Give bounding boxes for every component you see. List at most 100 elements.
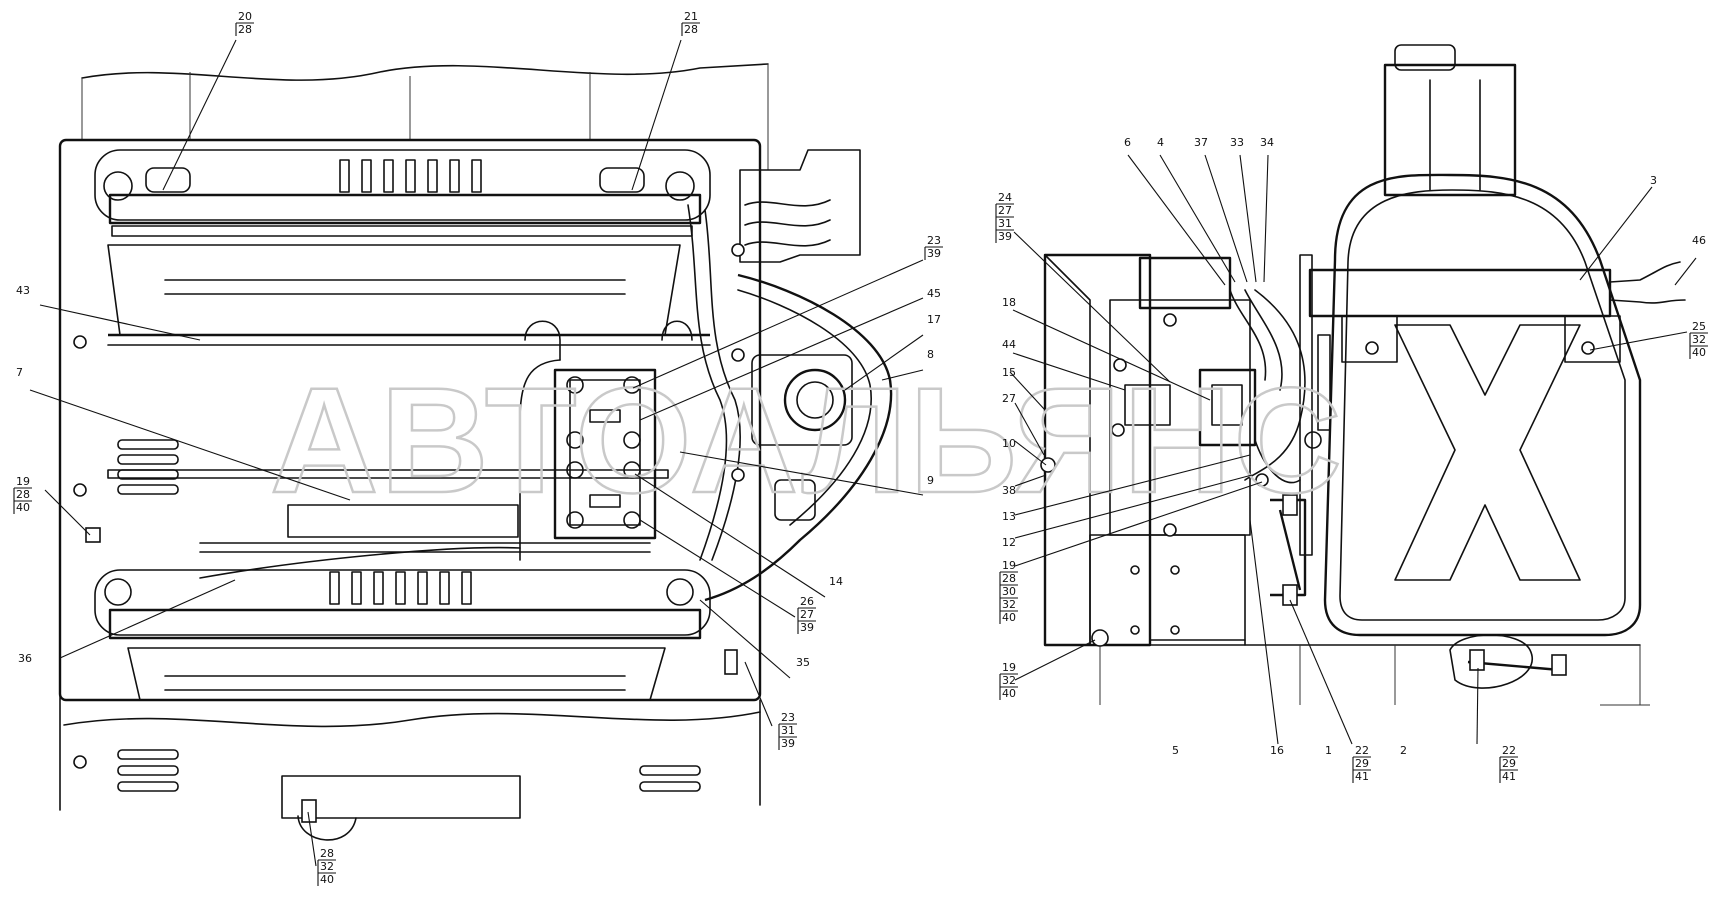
callout-number: 17: [927, 313, 941, 326]
callout-number: 31: [781, 724, 795, 737]
callout: 44: [1002, 338, 1016, 351]
callout-number: 44: [1002, 338, 1016, 351]
callout-number: 8: [927, 348, 934, 361]
callout-number: 19: [1002, 661, 1016, 674]
callout: 12: [1002, 536, 1016, 549]
callout-number: 46: [1692, 234, 1706, 247]
callout-number: 28: [238, 23, 252, 36]
callout-number: 4: [1157, 136, 1164, 149]
callout: 38: [1002, 484, 1016, 497]
left-ribs: [117, 439, 179, 495]
callout-number: 33: [1230, 136, 1244, 149]
callout-number: 41: [1355, 770, 1369, 783]
callout-number: 32: [320, 860, 334, 873]
callout: 14: [829, 575, 843, 588]
callout: 8: [927, 348, 934, 361]
callout: 37: [1194, 136, 1208, 149]
callout-number: 28: [684, 23, 698, 36]
callout: 15: [1002, 366, 1016, 379]
callout: 18: [1002, 296, 1016, 309]
callout: 7: [16, 366, 23, 379]
callout-number: 9: [927, 474, 934, 487]
callout-number: 19: [1002, 559, 1016, 572]
callout-number: 27: [998, 204, 1012, 217]
callout: 9: [927, 474, 934, 487]
callout-number: 5: [1172, 744, 1179, 757]
callout: 4: [1157, 136, 1164, 149]
callout-number: 36: [18, 652, 32, 665]
callout-number: 41: [1502, 770, 1516, 783]
right-view-assembly: [1040, 44, 1686, 706]
callout-number: 22: [1502, 744, 1516, 757]
callout-number: 40: [1002, 611, 1016, 624]
bottom-ribs: [117, 749, 701, 792]
callout-number: 39: [800, 621, 814, 634]
callout-number: 23: [781, 711, 795, 724]
callout: 45: [927, 287, 941, 300]
callout-number: 24: [998, 191, 1012, 204]
callout-number: 27: [800, 608, 814, 621]
callout-number: 29: [1502, 757, 1516, 770]
fins-upper: [339, 159, 482, 193]
callout: 35: [796, 656, 810, 669]
callout-number: 40: [16, 501, 30, 514]
callout-number: 2: [1400, 744, 1407, 757]
callout-number: 32: [1692, 333, 1706, 346]
callout-number: 40: [1692, 346, 1706, 359]
callout-number: 34: [1260, 136, 1274, 149]
callout-number: 22: [1355, 744, 1369, 757]
callout-number: 38: [1002, 484, 1016, 497]
callout-number: 6: [1124, 136, 1131, 149]
callout-number: 13: [1002, 510, 1016, 523]
callout-number: 32: [1002, 598, 1016, 611]
callout: 5: [1172, 744, 1179, 757]
callout: 34: [1260, 136, 1274, 149]
callout-number: 39: [781, 737, 795, 750]
callout-number: 21: [684, 10, 698, 23]
callout-number: 1: [1325, 744, 1332, 757]
callout-number: 39: [927, 247, 941, 260]
callout-number: 23: [927, 234, 941, 247]
callout: 16: [1270, 744, 1284, 757]
callout-number: 3: [1650, 174, 1657, 187]
callout-number: 18: [1002, 296, 1016, 309]
watermark-text: АВТОАЛЬЯНС: [270, 356, 1344, 524]
callout-number: 26: [800, 595, 814, 608]
callout-number: 28: [320, 847, 334, 860]
callout-number: 37: [1194, 136, 1208, 149]
callout-number: 19: [16, 475, 30, 488]
callout-number: 39: [998, 230, 1012, 243]
callout-number: 35: [796, 656, 810, 669]
callout: 43: [16, 284, 30, 297]
callout: 36: [18, 652, 32, 665]
callout: 33: [1230, 136, 1244, 149]
callout-number: 31: [998, 217, 1012, 230]
callout-number: 25: [1692, 320, 1706, 333]
callout-number: 14: [829, 575, 843, 588]
callout-number: 10: [1002, 437, 1016, 450]
callout-number: 40: [320, 873, 334, 886]
callout: 1: [1325, 744, 1332, 757]
callout-number: 30: [1002, 585, 1016, 598]
leader-lines: [29, 39, 1697, 867]
callout: 10: [1002, 437, 1016, 450]
callout-number: 45: [927, 287, 941, 300]
callout-number: 28: [1002, 572, 1016, 585]
fins-lower: [329, 571, 472, 605]
callout-number: 43: [16, 284, 30, 297]
callout-number: 12: [1002, 536, 1016, 549]
callout: 6: [1124, 136, 1131, 149]
callout-number: 20: [238, 10, 252, 23]
callout-number: 28: [16, 488, 30, 501]
